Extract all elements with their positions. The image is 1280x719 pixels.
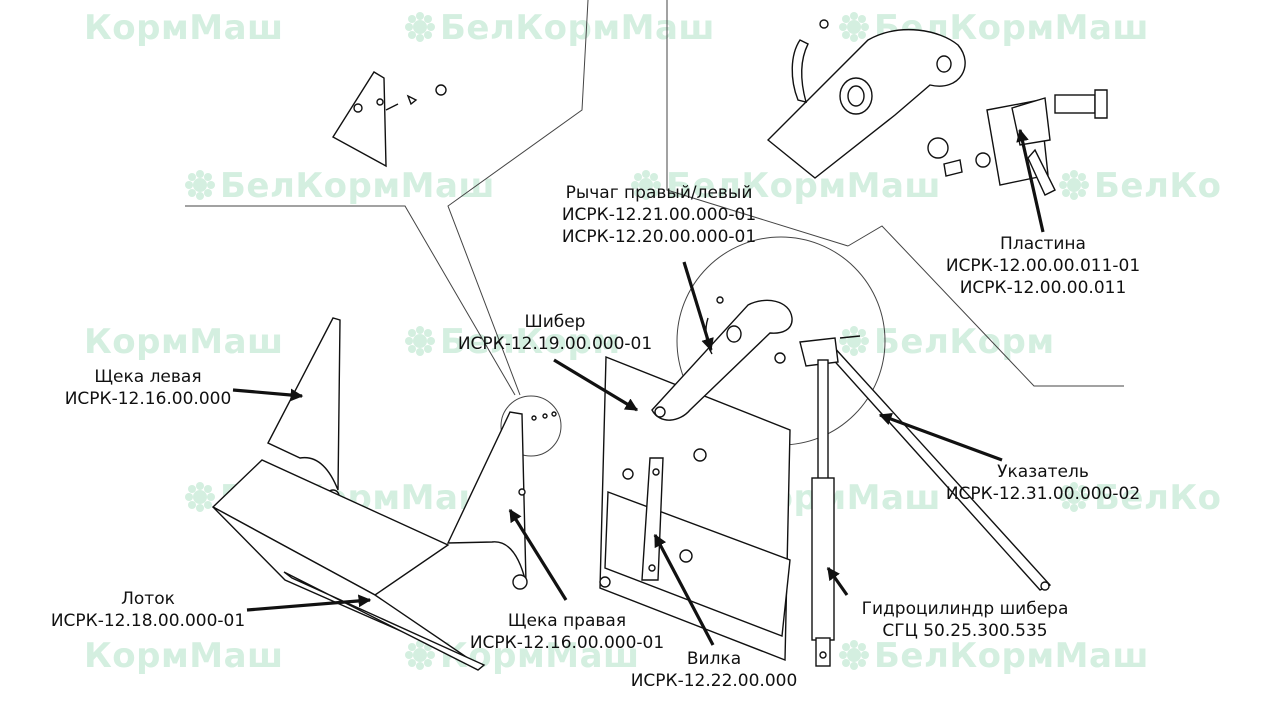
label-plate: Пластина ИСРК-12.00.00.011-01 ИСРК-12.00… bbox=[940, 233, 1146, 299]
label-cylinder: Гидроцилиндр шибера СГЦ 50.25.300.535 bbox=[842, 598, 1088, 642]
label-cheek-right: Щека правая ИСРК-12.16.00.000-01 bbox=[462, 610, 672, 654]
cheek-left-arrow bbox=[232, 388, 304, 402]
label-cheek-left: Щека левая ИСРК-12.16.00.000 bbox=[56, 366, 240, 410]
label-cheek-left-name: Щека левая bbox=[94, 367, 202, 387]
cheek-bolt-detail bbox=[332, 71, 447, 168]
label-gate-name: Шибер bbox=[524, 312, 586, 332]
plate-arrow bbox=[1016, 128, 1045, 233]
label-plate-name: Пластина bbox=[1000, 234, 1086, 254]
pointer-part bbox=[774, 335, 1052, 591]
leader-arrows bbox=[232, 128, 1045, 646]
lever-arrow bbox=[682, 261, 714, 352]
label-lever-code2: ИСРК-12.20.00.000-01 bbox=[561, 227, 757, 247]
label-cheek-right-name: Щека правая bbox=[507, 611, 627, 631]
label-pointer-name: Указатель bbox=[997, 462, 1089, 482]
fork-part bbox=[641, 457, 664, 581]
cheek-right-arrow bbox=[508, 508, 568, 601]
cheek-right-part bbox=[446, 411, 557, 590]
label-tray: Лоток ИСРК-12.18.00.000-01 bbox=[42, 588, 254, 632]
label-cylinder-code: СГЦ 50.25.300.535 bbox=[882, 621, 1048, 641]
label-gate: Шибер ИСРК-12.19.00.000-01 bbox=[452, 311, 658, 355]
label-tray-code: ИСРК-12.18.00.000-01 bbox=[50, 611, 246, 631]
label-fork: Вилка ИСРК-12.22.00.000 bbox=[618, 648, 810, 692]
label-pointer-code: ИСРК-12.31.00.000-02 bbox=[945, 484, 1141, 504]
label-gate-code: ИСРК-12.19.00.000-01 bbox=[457, 334, 653, 354]
callout-lines bbox=[185, 0, 1124, 457]
label-pointer: Указатель ИСРК-12.31.00.000-02 bbox=[934, 461, 1152, 505]
label-cylinder-name: Гидроцилиндр шибера bbox=[861, 599, 1069, 619]
label-cheek-left-code: ИСРК-12.16.00.000 bbox=[64, 389, 232, 409]
tray-arrow bbox=[246, 594, 372, 612]
label-fork-code: ИСРК-12.22.00.000 bbox=[630, 671, 798, 691]
lever-detail bbox=[766, 19, 1108, 196]
label-lever-code1: ИСРК-12.21.00.000-01 bbox=[561, 205, 757, 225]
tray-part bbox=[211, 459, 486, 671]
pointer-arrow bbox=[878, 412, 1003, 462]
label-lever: Рычаг правый/левый ИСРК-12.21.00.000-01 … bbox=[548, 182, 770, 248]
cylinder-part bbox=[811, 359, 835, 667]
fork-arrow bbox=[653, 533, 715, 646]
label-tray-name: Лоток bbox=[121, 589, 175, 609]
cylinder-arrow bbox=[826, 566, 849, 596]
label-cheek-right-code: ИСРК-12.16.00.000-01 bbox=[469, 633, 665, 653]
label-lever-name: Рычаг правый/левый bbox=[565, 183, 753, 203]
label-fork-name: Вилка bbox=[686, 649, 742, 669]
lever-part bbox=[651, 296, 793, 421]
gate-arrow bbox=[553, 358, 639, 412]
label-plate-code2: ИСРК-12.00.00.011 bbox=[959, 278, 1127, 298]
label-plate-code1: ИСРК-12.00.00.011-01 bbox=[945, 256, 1141, 276]
